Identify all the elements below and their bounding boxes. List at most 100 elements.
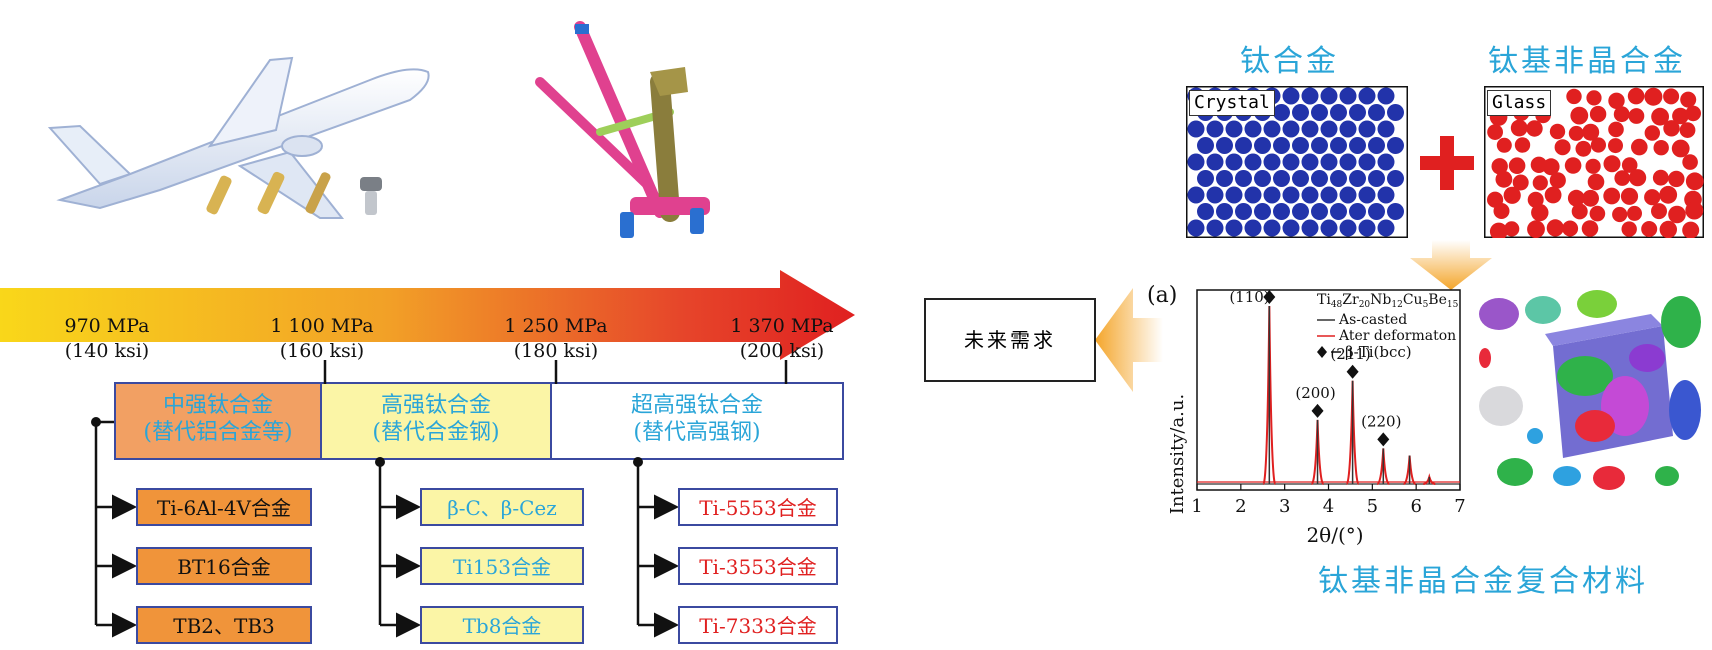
down-arrow [1410, 240, 1492, 290]
crystal-atom [1301, 120, 1319, 138]
crystal-atom [1273, 137, 1290, 154]
glass-atom [1495, 170, 1513, 188]
crystal-atom [1244, 186, 1262, 204]
crystal-atom [1273, 170, 1290, 187]
crystal-atom [1311, 104, 1328, 121]
peak-marker [1263, 290, 1276, 304]
crystal-atom [1339, 120, 1357, 138]
crystal-atom [1330, 104, 1347, 121]
glass-atom [1549, 172, 1566, 189]
crystal-atom [1206, 120, 1224, 138]
crystal-atom [1349, 104, 1366, 121]
crystal-atom [1368, 137, 1385, 154]
crystal-atom [1263, 186, 1281, 204]
crystal-atom [1320, 87, 1338, 105]
glass-atom [1663, 120, 1680, 137]
glass-atom [1496, 137, 1512, 153]
glass-atom [1504, 221, 1520, 237]
crystal-atom [1358, 153, 1376, 171]
category-ultra: 超高强钛合金(替代高强钢) [550, 382, 844, 460]
composite-label: 钛基非晶合金复合材料 [1318, 564, 1648, 599]
crystal-atom [1320, 219, 1338, 237]
crystal-atom [1387, 170, 1404, 187]
legend-ascasted: As-casted [1338, 312, 1407, 328]
crystal-atom [1187, 153, 1205, 171]
crystal-atom [1377, 87, 1395, 105]
glass-atom [1546, 219, 1564, 237]
x-tick-label: 6 [1410, 496, 1421, 517]
glass-atom [1510, 119, 1528, 137]
fastener-parts [206, 171, 382, 215]
crystal-atom [1263, 219, 1281, 237]
category-high: 高强钛合金(替代合金钢) [320, 382, 552, 460]
glass-atom [1628, 108, 1645, 124]
crystal-atom [1187, 120, 1205, 138]
back-arrow [1095, 288, 1163, 392]
title-ti-alloy: 钛合金 [1240, 44, 1339, 79]
glass-atom [1508, 157, 1526, 174]
glass-atom [1568, 125, 1584, 141]
crystal-atom [1225, 153, 1243, 171]
landing-gear-illustration [535, 21, 710, 238]
glass-atom [1651, 107, 1669, 126]
alloy-ti3553: Ti-3553合金 [678, 547, 838, 585]
glass-atom [1659, 220, 1677, 238]
crystal-atom [1187, 186, 1205, 204]
glass-atom [1544, 186, 1562, 204]
airplane-illustration [47, 56, 430, 219]
glass-atom [1671, 139, 1690, 158]
peak-label: (110) [1229, 288, 1269, 306]
crystal-atom [1339, 153, 1357, 171]
alloy-beta-c: β-C、β-Cez [420, 488, 584, 526]
glass-atom [1614, 170, 1630, 186]
crystal-atom [1235, 170, 1252, 187]
glass-atom [1612, 206, 1628, 223]
glass-atom [1668, 205, 1686, 224]
crystal-atom [1368, 203, 1385, 220]
glass-atom [1587, 173, 1605, 191]
glass-atom [1586, 90, 1602, 106]
crystal-atom [1187, 219, 1205, 237]
plus-sign [1420, 136, 1474, 190]
glass-atom [1685, 201, 1704, 220]
connector-lines [91, 360, 788, 638]
glass-atom [1631, 138, 1648, 156]
glass-atom [1663, 88, 1680, 105]
peak-marker [1311, 403, 1324, 418]
legend-diamond [1317, 346, 1327, 358]
x-tick-label: 1 [1191, 496, 1202, 517]
crystal-atom [1282, 120, 1300, 138]
formula: Ti48Zr20Nb12Cu5Be15 [1317, 292, 1459, 310]
alloy-ti7333: Ti-7333合金 [678, 606, 838, 644]
glass-atom [1549, 123, 1566, 140]
glass-atom [1603, 187, 1621, 205]
crystal-atom [1263, 120, 1281, 138]
legend-deformation: Ater deformaton [1338, 328, 1456, 344]
crystal-atom [1263, 153, 1281, 171]
crystal-atom [1282, 153, 1300, 171]
glass-atom [1567, 189, 1585, 207]
crystal-atom [1254, 170, 1271, 187]
crystal-atom [1368, 104, 1385, 121]
crystal-atom [1320, 186, 1338, 204]
glass-atom [1564, 157, 1582, 174]
crystal-atom [1377, 153, 1395, 171]
glass-atom [1527, 191, 1544, 208]
crystal-atom [1216, 137, 1233, 154]
crystal-atom [1282, 186, 1300, 204]
glass-atom [1627, 205, 1642, 221]
glass-atom [1491, 158, 1508, 175]
crystal-atom [1387, 203, 1404, 220]
glass-atom [1493, 203, 1510, 219]
crystal-atom [1358, 219, 1376, 237]
marker-1100: 1 100 MPa(160 ksi) [270, 315, 374, 362]
glass-atom [1570, 106, 1589, 125]
glass-atom [1682, 154, 1698, 170]
crystal-atom [1320, 153, 1338, 171]
crystal-atom [1244, 153, 1262, 171]
crystal-atom [1197, 203, 1214, 220]
crystal-atom [1292, 137, 1309, 154]
glass-atom [1503, 186, 1521, 204]
x-tick-label: 2 [1235, 496, 1246, 517]
crystal-atom [1368, 170, 1385, 187]
